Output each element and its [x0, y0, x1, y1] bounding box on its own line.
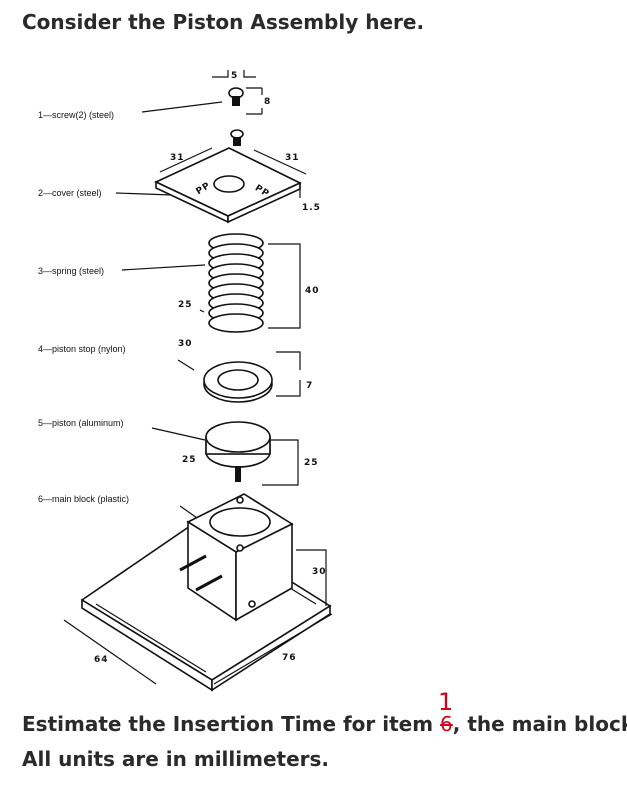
leader-screw — [141, 101, 223, 113]
question-after: , the main block. — [452, 712, 627, 736]
screw-part: 5 8 — [212, 70, 271, 146]
part-label-spring: 3—spring (steel) — [38, 266, 104, 276]
dim-spring-len: 40 — [305, 286, 320, 296]
question-before: Estimate the Insertion Time for item — [22, 712, 441, 736]
dim-cover-width-1: 31 — [170, 153, 185, 163]
part-label-screw: 1—screw(2) (steel) — [38, 110, 114, 120]
part-label-piston: 5—piston (aluminum) — [38, 418, 124, 428]
dim-stop-height: 7 — [306, 381, 313, 391]
piston-stop-part: 30 7 — [177, 339, 313, 403]
dim-cover-width-2: 31 — [285, 153, 300, 163]
dim-screw-len: 8 — [264, 97, 271, 107]
dim-stop-dia: 30 — [178, 339, 193, 349]
dim-base-length: 76 — [282, 653, 297, 663]
main-block-part: 30 64 76 — [63, 493, 333, 692]
piston-part: 25 25 — [182, 421, 319, 486]
dim-block-height: 30 — [312, 567, 327, 577]
part-label-piston-stop: 4—piston stop (nylon) — [38, 344, 126, 354]
leader-piston — [151, 427, 206, 441]
units-note: All units are in millimeters. — [22, 747, 330, 771]
dim-piston-dia: 25 — [182, 455, 197, 465]
part-label-cover: 2—cover (steel) — [38, 188, 102, 198]
dim-cover-thickness: 1.5 — [302, 203, 321, 213]
page-heading: Consider the Piston Assembly here. — [22, 10, 425, 34]
dim-base-width: 64 — [94, 655, 109, 665]
cover-part: PP PP 31 31 1.5 — [154, 147, 321, 224]
part-label-main-block: 6—main block (plastic) — [38, 494, 129, 504]
handwritten-item-number: 1 — [438, 688, 454, 716]
struck-item-number: 6 — [440, 712, 453, 736]
dim-screw-dia: 5 — [231, 71, 238, 81]
leader-cover — [115, 192, 173, 196]
leader-spring — [121, 264, 206, 271]
dim-spring-dia: 25 — [178, 300, 193, 310]
dim-piston-height: 25 — [304, 458, 319, 468]
spring-part: 40 25 — [178, 233, 320, 333]
